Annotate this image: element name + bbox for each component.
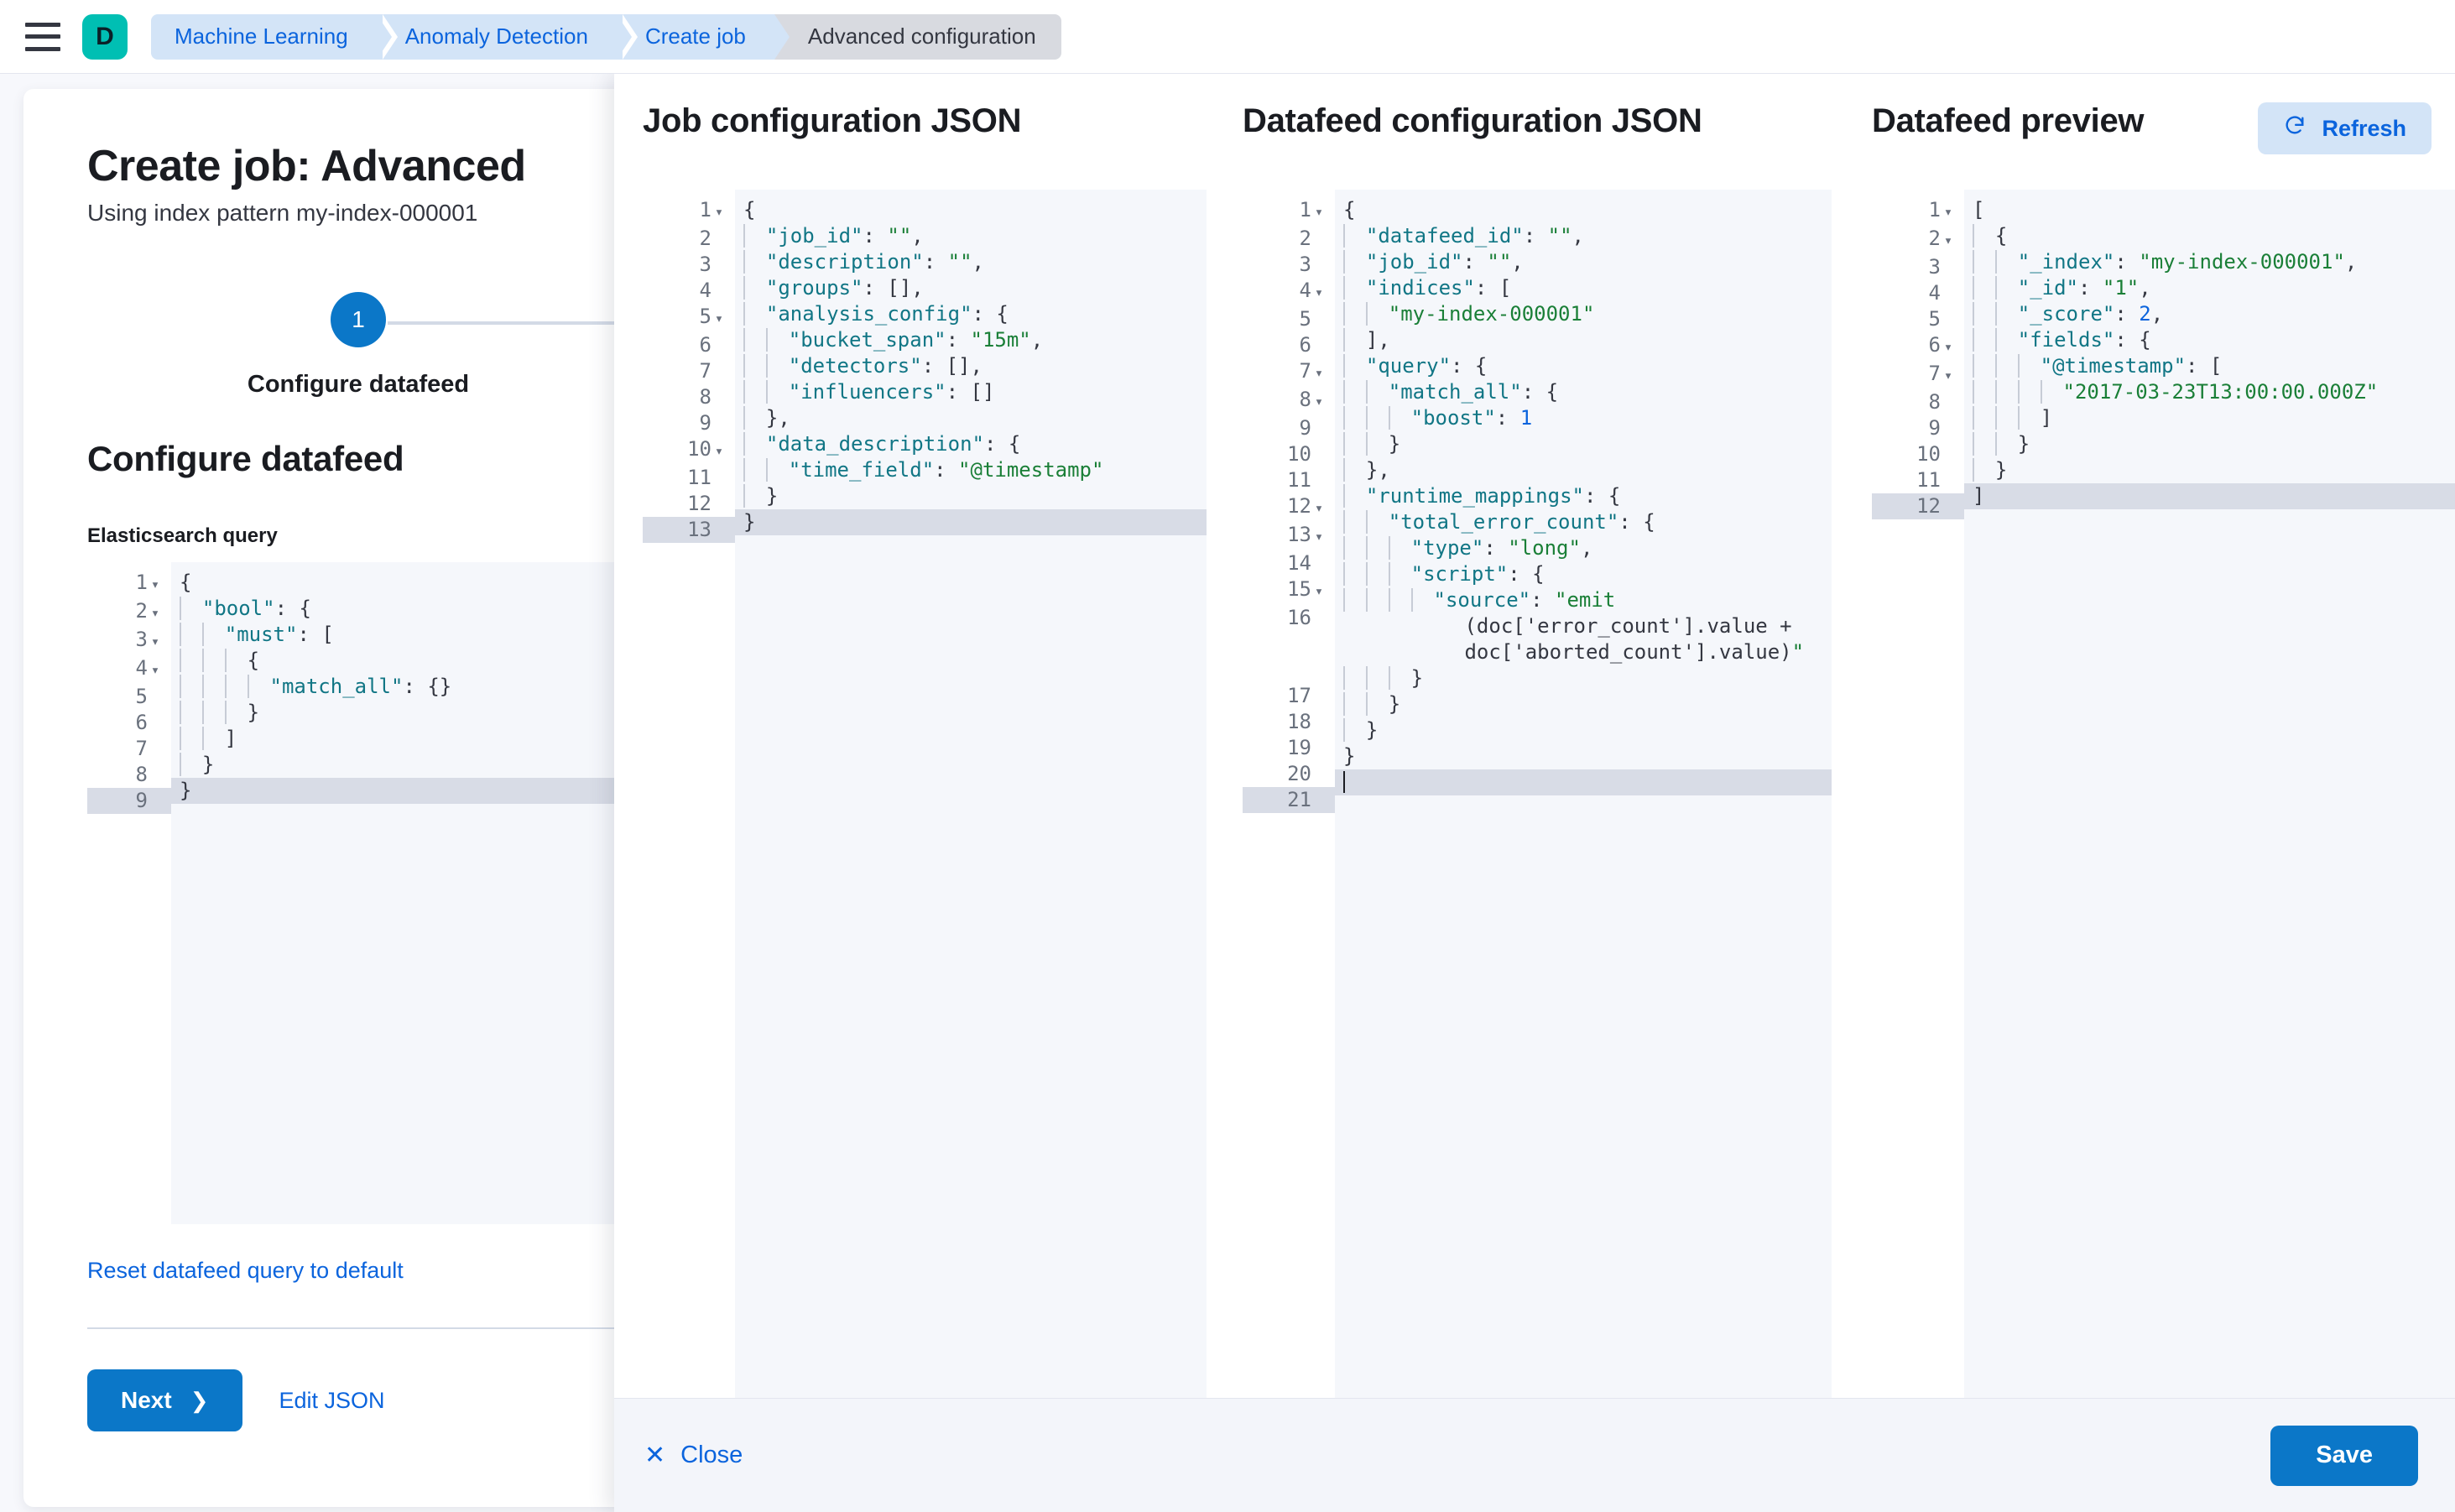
datafeed-preview-title: Datafeed preview: [1872, 102, 2145, 139]
datafeed-configuration-title: Datafeed configuration JSON: [1243, 102, 1702, 139]
next-button[interactable]: Next ❯: [87, 1369, 242, 1431]
flyout-footer: ✕ Close Save: [614, 1398, 2455, 1512]
breadcrumb-item-anomaly-detection[interactable]: Anomaly Detection: [376, 13, 639, 60]
section-title: Configure datafeed: [87, 439, 404, 478]
top-navigation-bar: D Machine Learning Anomaly Detection Cre…: [0, 0, 2455, 74]
close-icon: ✕: [644, 1441, 666, 1469]
datafeed-preview-code[interactable]: [{"_index": "my-index-000001","_id": "1"…: [1964, 190, 2455, 1398]
breadcrumb-item-machine-learning[interactable]: Machine Learning: [151, 13, 398, 60]
job-configuration-title: Job configuration JSON: [643, 102, 1022, 139]
job-configuration-code[interactable]: {"job_id": "","description": "","groups"…: [735, 190, 1207, 1398]
elasticsearch-query-label: Elasticsearch query: [87, 524, 278, 547]
breadcrumb-item-advanced-configuration: Advanced configuration: [774, 13, 1061, 60]
page-subtitle: Using index pattern my-index-000001: [87, 200, 478, 226]
close-button[interactable]: ✕ Close: [644, 1442, 743, 1469]
datafeed-preview-header: Datafeed preview Refresh: [1843, 102, 2455, 175]
reset-datafeed-query-link[interactable]: Reset datafeed query to default: [87, 1258, 404, 1283]
breadcrumb: Machine Learning Anomaly Detection Creat…: [151, 13, 1061, 60]
page-divider: [87, 1327, 851, 1329]
edit-json-link[interactable]: Edit JSON: [279, 1387, 385, 1413]
stepper-step-1-circle[interactable]: 1: [331, 292, 386, 347]
job-configuration-header: Job configuration JSON: [614, 102, 1214, 175]
save-button[interactable]: Save: [2270, 1425, 2418, 1486]
refresh-button-label: Refresh: [2322, 115, 2406, 141]
refresh-icon: [2283, 114, 2306, 143]
close-button-label: Close: [680, 1442, 743, 1468]
page-footer-actions: Next ❯ Edit JSON: [87, 1369, 849, 1431]
page-title: Create job: Advanced: [87, 142, 526, 190]
breadcrumb-item-create-job[interactable]: Create job: [616, 13, 795, 60]
refresh-button[interactable]: Refresh: [2258, 102, 2432, 154]
next-button-label: Next: [121, 1387, 172, 1413]
datafeed-configuration-code[interactable]: {"datafeed_id": "","job_id": "","indices…: [1335, 190, 1832, 1398]
stepper-step-1-label: Configure datafeed: [247, 371, 470, 398]
hamburger-icon[interactable]: [25, 22, 60, 51]
app-logo-badge[interactable]: D: [82, 13, 128, 60]
datafeed-configuration-header: Datafeed configuration JSON: [1214, 102, 1843, 175]
chevron-right-icon: ❯: [190, 1387, 209, 1413]
